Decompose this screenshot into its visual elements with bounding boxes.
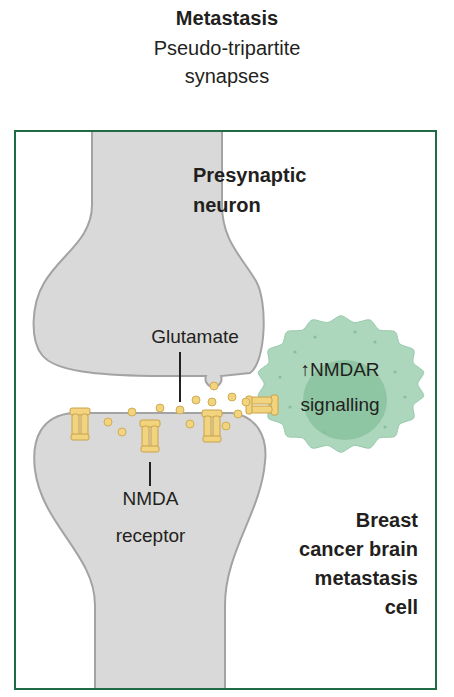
- cell-speckle: [323, 430, 326, 433]
- glutamate-dot: [104, 418, 112, 426]
- leader-line: [149, 462, 151, 486]
- cancer-cell-outline: [255, 312, 427, 454]
- panel-heading: Pseudo-tripartite synapses: [137, 34, 317, 90]
- glutamate-dot: [208, 398, 216, 406]
- glutamate-dot: [128, 408, 136, 416]
- glutamate-dot: [186, 420, 194, 428]
- presynaptic-neuron: Presynaptic neuron: [26, 132, 276, 387]
- glutamate-dot: [210, 382, 218, 390]
- cell-speckle: [383, 425, 386, 428]
- glutamate-dot: [176, 406, 184, 414]
- nmda-receptor: [140, 420, 160, 452]
- cell-speckle: [313, 335, 316, 338]
- leader-line: [179, 352, 181, 402]
- nmda-receptor: [70, 408, 90, 440]
- cell-speckle: [278, 375, 281, 378]
- figure-title: Metastasis: [0, 4, 454, 32]
- cancer-cell: ↑NMDAR signallingBreast cancer brain met…: [255, 312, 427, 454]
- glutamate-dots: [104, 382, 250, 436]
- cell-speckle: [403, 395, 406, 398]
- neuron-label: Presynaptic neuron: [193, 160, 323, 220]
- glutamate-dot: [192, 396, 200, 404]
- cell-speckle: [293, 350, 296, 353]
- cell-body: [258, 316, 424, 453]
- receptor-label: NMDA receptor: [98, 480, 203, 554]
- panel-frame: Pseudo-tripartite synapsesPresynaptic ne…: [14, 130, 437, 690]
- nmda-receptor: [246, 395, 278, 415]
- cell-label: Breast cancer brain metastasis cell: [293, 506, 418, 622]
- cell-speckle: [373, 340, 376, 343]
- cell-speckle: [353, 330, 356, 333]
- glutamate-dot: [118, 428, 126, 436]
- cell-speckle: [288, 405, 291, 408]
- nmda-receptor: [202, 410, 222, 442]
- glutamate-dot: [222, 422, 230, 430]
- cell-speckle: [393, 370, 396, 373]
- cell-signal-text: ↑NMDAR signalling: [275, 352, 405, 422]
- glutamate-dot: [234, 410, 242, 418]
- postsynaptic-neuron: [34, 413, 265, 688]
- glutamate-label: Glutamate: [130, 322, 260, 352]
- glutamate-dot: [228, 393, 236, 401]
- glutamate-dot: [156, 404, 164, 412]
- glutamate-dot: [242, 398, 250, 406]
